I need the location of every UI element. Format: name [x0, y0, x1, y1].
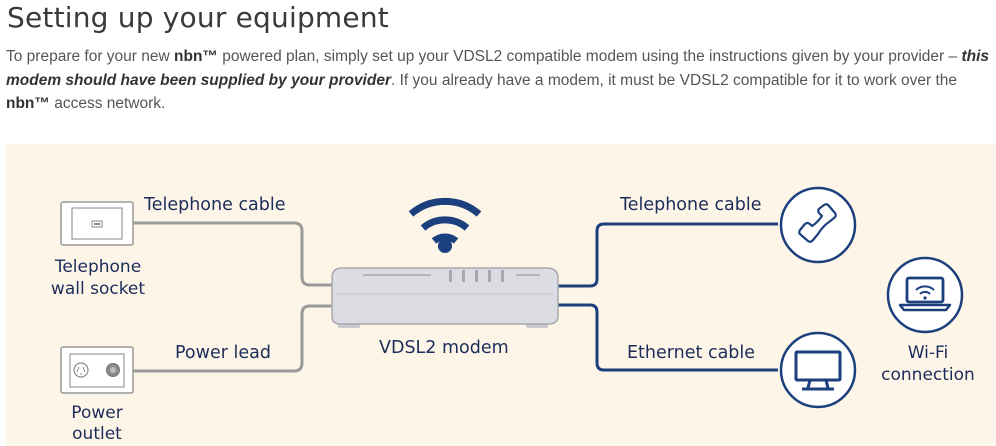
- intro-text-2: powered plan, simply set up your VDSL2 c…: [217, 48, 962, 65]
- ethernet-cable-label: Ethernet cable: [627, 343, 756, 363]
- power-outlet-label-line2: outlet: [72, 424, 122, 444]
- power-outlet-label: Power outlet: [46, 403, 148, 445]
- laptop-wifi-icon: [886, 256, 964, 334]
- wifi-signal-icon: [408, 197, 482, 244]
- telephone-cable-right: [558, 222, 778, 288]
- equipment-diagram: Telephone cable Telephone wall socket Po…: [6, 144, 996, 446]
- wifi-label-line2: connection: [881, 365, 975, 385]
- telephone-wall-socket-icon: [60, 201, 134, 246]
- intro-paragraph: To prepare for your new nbn™ powered pla…: [6, 45, 994, 116]
- power-lead-label: Power lead: [175, 343, 271, 363]
- wifi-connection-label: Wi-Fi connection: [868, 342, 988, 386]
- telephone-wall-socket-label: Telephone wall socket: [34, 256, 162, 300]
- diagram-graphics: [60, 186, 964, 409]
- monitor-icon: [779, 331, 857, 409]
- telephone-cable-left: [133, 221, 332, 287]
- page-title: Setting up your equipment: [7, 1, 389, 34]
- power-lead-cable: [118, 304, 332, 373]
- power-outlet-icon: [60, 346, 134, 394]
- intro-text-3: . If you already have a modem, it must b…: [391, 71, 958, 89]
- wifi-dot: [438, 239, 452, 253]
- phone-icon: [779, 186, 857, 264]
- telephone-cable-right-label: Telephone cable: [620, 195, 762, 215]
- intro-emphasis: this modem should have been supplied by …: [6, 48, 989, 89]
- telephone-cable-left-label: Telephone cable: [144, 195, 286, 215]
- modem-label: VDSL2 modem: [379, 338, 509, 358]
- intro-brand-1: nbn™: [174, 48, 218, 65]
- intro-brand-2: nbn™: [6, 95, 50, 112]
- ethernet-cable: [558, 303, 778, 372]
- modem-icon: [331, 267, 559, 328]
- intro-text-1: To prepare for your new: [6, 48, 175, 65]
- wall-socket-label-line2: wall socket: [50, 279, 146, 299]
- wall-socket-label-line1: Telephone: [54, 257, 142, 277]
- wifi-label-line1: Wi-Fi: [907, 343, 949, 363]
- power-outlet-label-line1: Power: [71, 403, 123, 423]
- intro-text-4: access network.: [49, 95, 166, 112]
